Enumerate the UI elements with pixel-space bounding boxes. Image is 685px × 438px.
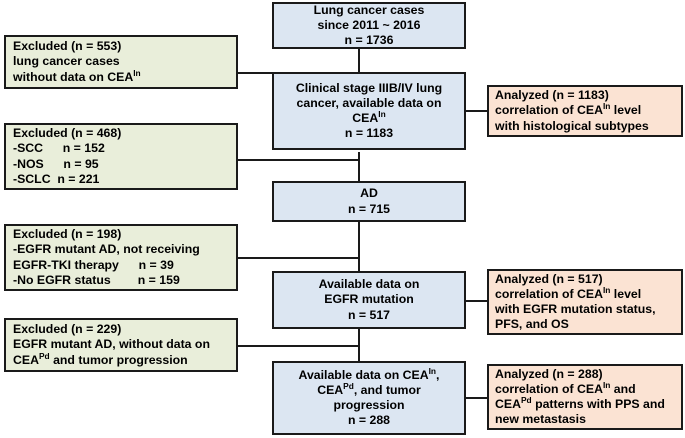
box-line: cancer, available data on [296, 95, 442, 110]
box-line: without data on CEAIn [13, 67, 141, 84]
box-line: Clinical stage IIIB/IV lung [295, 80, 443, 95]
main-box-ad: AD n = 715 [272, 181, 466, 222]
box-line: CEAIn [352, 108, 386, 125]
box-line: n = 1183 [344, 126, 394, 141]
box-line: Lung cancer cases [313, 2, 425, 17]
box-line: AD [360, 186, 378, 201]
excluded-box-553: Excluded (n = 553) lung cancer cases wit… [4, 35, 238, 89]
analyzed-box-288: Analyzed (n = 288) correlation of CEAIn … [487, 364, 683, 430]
connector-vertical-3 [358, 222, 360, 271]
box-line: Analyzed (n = 517) [495, 271, 603, 286]
connector-excluded-468 [238, 159, 359, 161]
connector-analyzed-517 [466, 300, 488, 302]
box-line: n = 288 [347, 413, 391, 428]
box-line: Excluded (n = 198) [13, 227, 122, 242]
box-line: correlation of CEAIn and [495, 379, 636, 396]
box-line: n = 1736 [344, 33, 394, 48]
box-line: correlation of CEAIn level [495, 101, 642, 118]
box-line: Available data on [318, 277, 420, 292]
connector-vertical-4 [358, 329, 360, 361]
box-line: CEAPd, and tumor [317, 380, 421, 397]
connector-analyzed-1183 [466, 110, 488, 112]
box-line: lung cancer cases [13, 54, 120, 69]
box-line: Analyzed (n = 1183) [495, 88, 609, 103]
box-line: Excluded (n = 229) [13, 322, 122, 337]
box-line: Excluded (n = 468) [13, 126, 122, 141]
connector-analyzed-288 [466, 397, 488, 399]
box-line: Excluded (n = 553) [13, 39, 122, 54]
box-line: with EGFR mutation status, [495, 302, 656, 316]
box-line: Analyzed (n = 288) [495, 366, 603, 381]
box-line: new metastasis [495, 412, 586, 427]
box-line: n = 517 [347, 307, 391, 322]
box-line: correlation of CEAIn level [495, 284, 642, 301]
main-box-lung-cancer-cases: Lung cancer cases since 2011 ~ 2016 n = … [272, 2, 466, 49]
analyzed-box-1183: Analyzed (n = 1183) correlation of CEAIn… [487, 85, 683, 137]
main-box-egfr-mutation: Available data on EGFR mutation n = 517 [272, 271, 466, 329]
box-line: with histological subtypes [495, 118, 649, 133]
connector-excluded-229 [238, 345, 359, 347]
main-box-clinical-stage: Clinical stage IIIB/IV lung cancer, avai… [272, 72, 466, 150]
analyzed-box-517: Analyzed (n = 517) correlation of CEAIn … [487, 269, 683, 335]
box-line: PFS, and OS [495, 317, 569, 332]
box-line: EGFR mutation [324, 292, 414, 307]
excluded-box-229: Excluded (n = 229) EGFR mutant AD, witho… [4, 318, 238, 372]
excluded-box-198: Excluded (n = 198) -EGFR mutant AD, not … [4, 224, 238, 291]
connector-excluded-198 [238, 257, 359, 259]
box-line: CEAPd and tumor progression [13, 350, 188, 367]
box-line: n = 715 [347, 201, 391, 216]
main-box-cea-tumor-progression: Available data on CEAIn, CEAPd, and tumo… [272, 361, 466, 435]
connector-vertical-1 [358, 47, 360, 72]
box-line: progression [333, 398, 405, 412]
box-line: Available data on CEAIn, [298, 365, 440, 382]
box-line: since 2011 ~ 2016 [317, 17, 421, 32]
connector-vertical-2 [358, 152, 360, 181]
box-line: EGFR mutant AD, without data on [13, 337, 210, 352]
box-line: CEAPd patterns with PPS and [495, 394, 665, 411]
box-line: -EGFR mutant AD, not receiving [13, 242, 200, 257]
